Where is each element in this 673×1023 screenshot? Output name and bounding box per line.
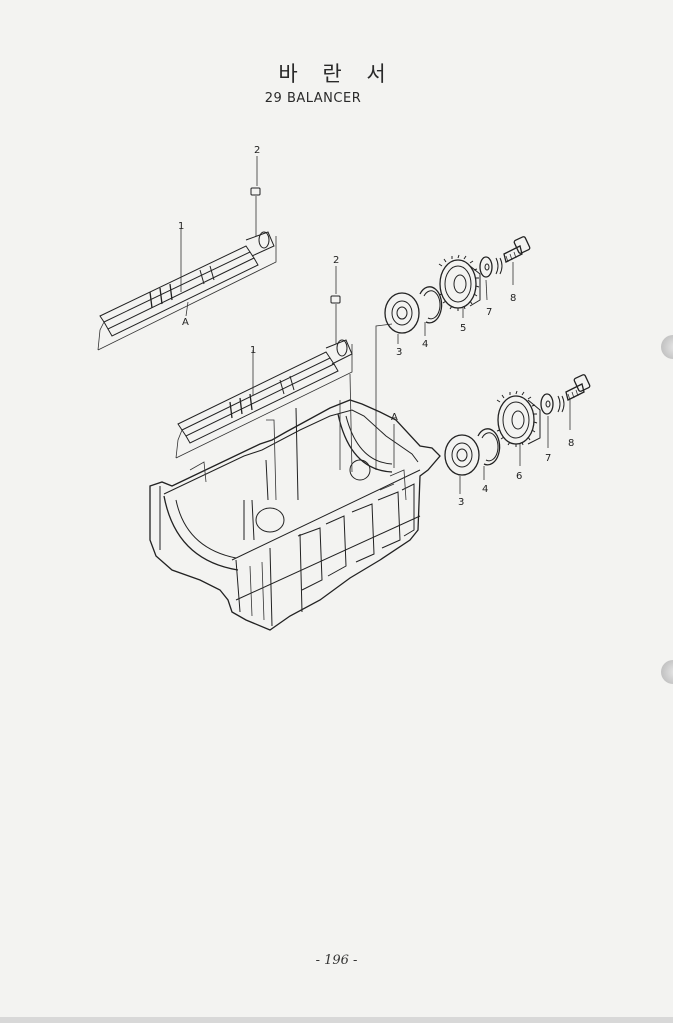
crankcase-housing	[149, 373, 441, 631]
callout-4-lower-circlip: 4	[482, 484, 488, 495]
page-title-korean: 바 란 서	[278, 62, 395, 86]
lower-gear-stack	[393, 374, 591, 494]
callout-A-upper-shaft: A	[182, 317, 189, 328]
callout-3-lower-bearing: 3	[458, 497, 464, 508]
callout-6-gear: 6	[516, 471, 522, 482]
callout-2-lower-shaft-key: 2	[333, 255, 339, 266]
callout-7-upper-washer: 7	[486, 307, 492, 318]
callout-1-upper-shaft: 1	[178, 221, 184, 232]
page-number: - 196 -	[315, 953, 358, 968]
callout-labels-upper: 2 1 A 2 3 4 5 7 8	[178, 145, 516, 358]
balancer-shaft-lower	[175, 266, 353, 459]
upper-gear-stack	[375, 236, 531, 470]
callout-4-upper-circlip: 4	[422, 339, 428, 350]
binder-hole-top	[661, 335, 673, 359]
page-title-english: 29 BALANCER	[264, 91, 362, 106]
callout-8-lower-bolt: 8	[568, 438, 574, 449]
callout-2-upper-shaft-key: 2	[254, 145, 260, 156]
balancer-shaft-upper	[97, 156, 277, 351]
callout-1-lower-shaft: 1	[250, 345, 256, 356]
page-bottom-edge	[0, 1017, 673, 1023]
callout-8-upper-bolt: 8	[510, 293, 516, 304]
callout-3-upper-bearing: 3	[396, 347, 402, 358]
callout-labels-lower: 1 A 3 4 6 7 8	[250, 345, 574, 508]
callout-A-case: A	[391, 412, 398, 423]
callout-7-lower-washer: 7	[545, 453, 551, 464]
binder-hole-bottom	[661, 660, 673, 684]
callout-5-gear: 5	[460, 323, 466, 334]
